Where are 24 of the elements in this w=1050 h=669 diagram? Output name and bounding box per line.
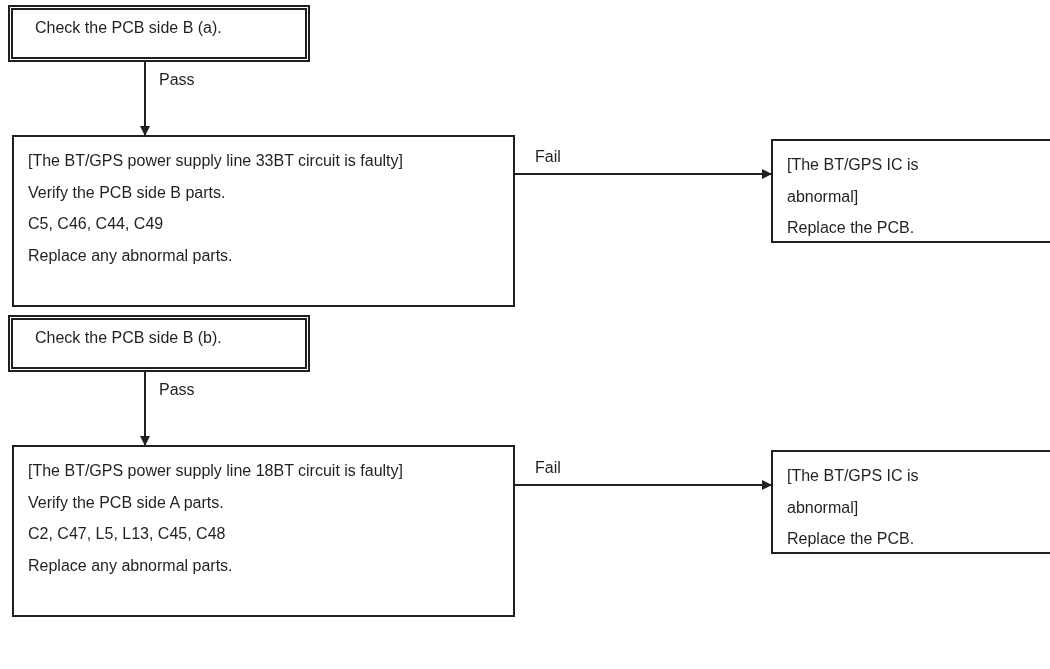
process-box: [12, 445, 515, 617]
box-text: [The BT/GPS power supply line 33BT circuit is faulty]: [28, 151, 404, 171]
arrow: [514, 480, 772, 490]
arrow: [514, 169, 772, 179]
box-text: Check the PCB side B (b).: [35, 329, 223, 347]
arrow: [140, 371, 150, 446]
box-text: Replace the PCB.: [787, 218, 916, 238]
box-text: Verify the PCB side A parts.: [28, 492, 225, 513]
process-box: [771, 139, 1050, 243]
box-text: Replace any abnormal parts.: [28, 245, 234, 266]
box-text: Replace the PCB.: [787, 529, 916, 549]
box-text: Check the PCB side B (a).: [35, 19, 223, 37]
box-text: [The BT/GPS power supply line 18BT circuit is faulty]: [28, 461, 404, 481]
process-box: [12, 135, 515, 307]
box-text: [The BT/GPS IC is abnormal]: [787, 155, 920, 207]
box-text: [The BT/GPS IC is abnormal]: [787, 466, 920, 518]
process-box: [771, 450, 1050, 554]
arrow: [140, 61, 150, 136]
box-text: C2, C47, L5, L13, C45, C48: [28, 524, 227, 544]
box-text: Verify the PCB side B parts.: [28, 182, 227, 203]
box-text: C5, C46, C44, C49: [28, 214, 165, 234]
box-text: Replace any abnormal parts.: [28, 555, 234, 576]
start-box: [8, 5, 310, 62]
start-box: [8, 315, 310, 372]
